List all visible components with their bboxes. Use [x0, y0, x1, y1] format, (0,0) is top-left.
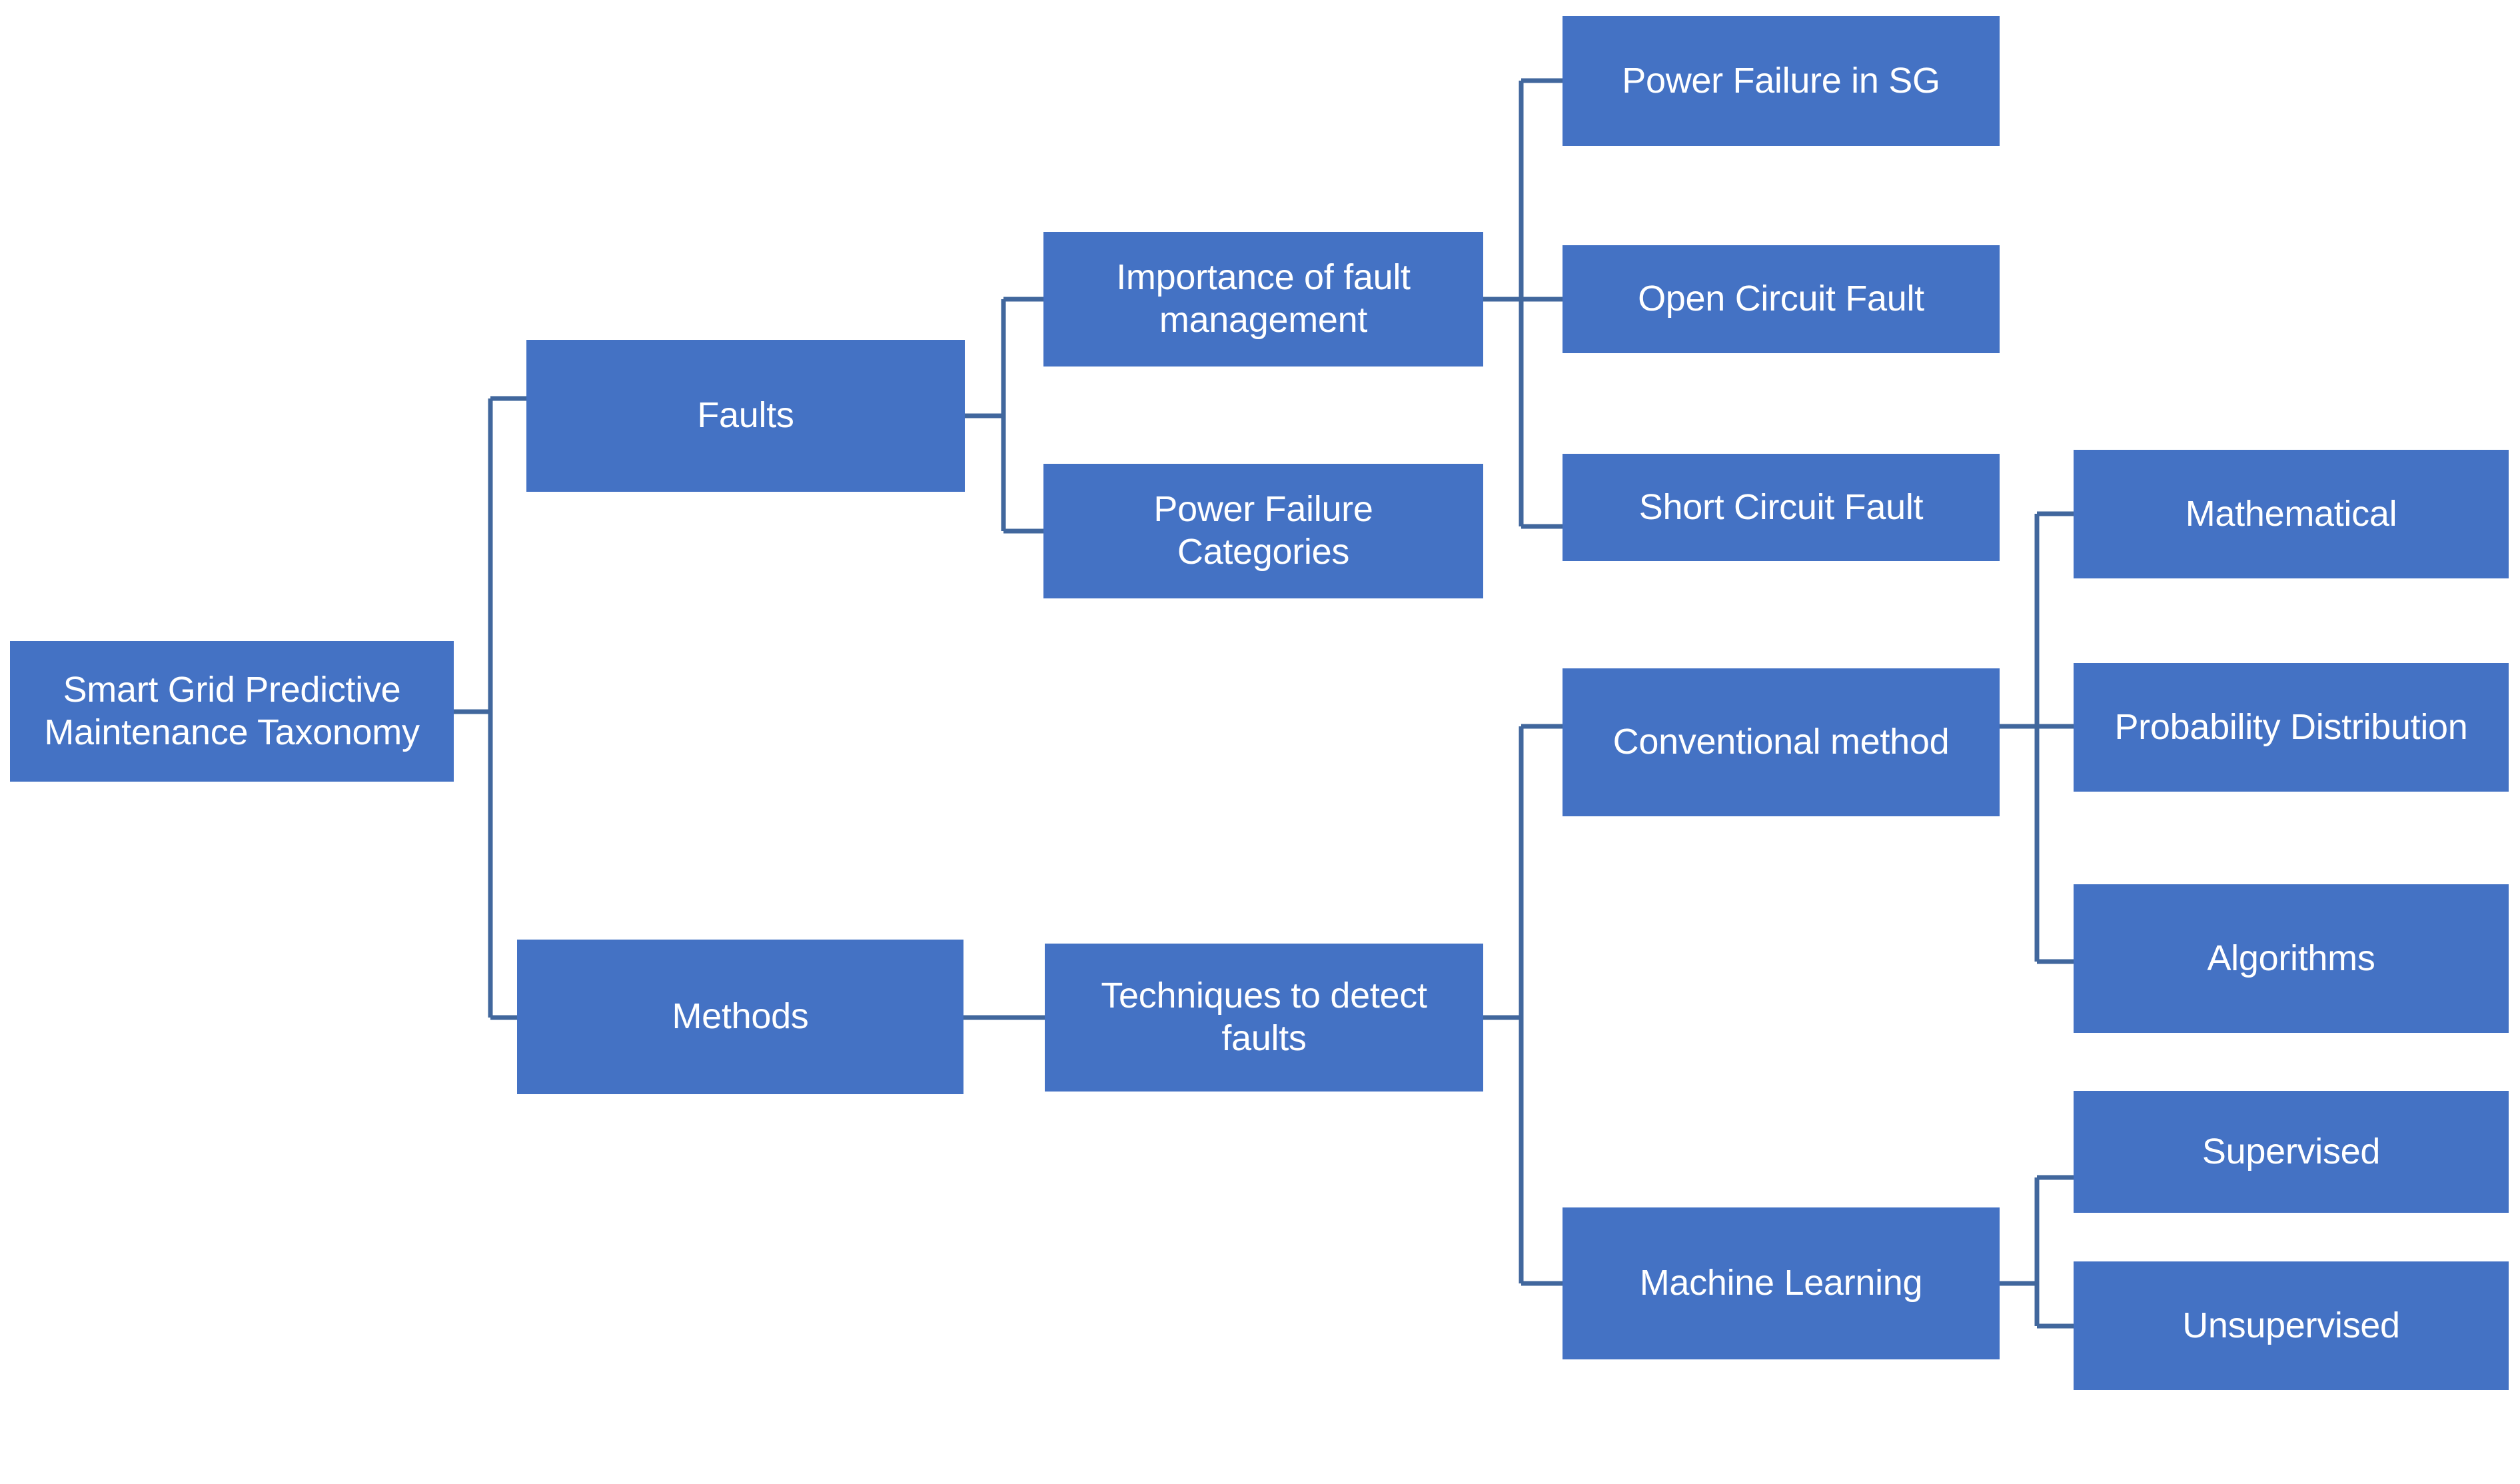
node-power-failure-in-sg-label: Power Failure in SG: [1622, 60, 1940, 101]
node-short-circuit-fault[interactable]: Short Circuit Fault: [1563, 454, 2000, 561]
node-importance-of-fault-management[interactable]: Importance of fault management: [1043, 232, 1483, 367]
node-mathematical-label: Mathematical: [2185, 493, 2397, 534]
node-faults-label: Faults: [697, 395, 794, 436]
node-techniques-to-detect-faults-label: Techniques to detect faults: [1101, 976, 1427, 1058]
node-algorithms-label: Algorithms: [2207, 938, 2375, 978]
node-supervised-label: Supervised: [2202, 1131, 2381, 1171]
node-unsupervised[interactable]: Unsupervised: [2074, 1261, 2509, 1390]
node-machine-learning[interactable]: Machine Learning: [1563, 1207, 2000, 1359]
node-open-circuit-fault-label: Open Circuit Fault: [1638, 279, 1924, 319]
node-algorithms[interactable]: Algorithms: [2074, 884, 2509, 1033]
node-root[interactable]: Smart Grid Predictive Maintenance Taxono…: [10, 641, 454, 782]
node-unsupervised-label: Unsupervised: [2182, 1305, 2400, 1345]
node-open-circuit-fault[interactable]: Open Circuit Fault: [1563, 245, 2000, 353]
node-conventional-method-label: Conventional method: [1612, 722, 1950, 762]
node-supervised[interactable]: Supervised: [2074, 1091, 2509, 1213]
node-probability-distribution-label: Probability Distribution: [2114, 706, 2468, 747]
node-mathematical[interactable]: Mathematical: [2074, 450, 2509, 578]
node-power-failure-in-sg[interactable]: Power Failure in SG: [1563, 16, 2000, 146]
node-root-label: Smart Grid Predictive Maintenance Taxono…: [44, 669, 420, 752]
node-conventional-method[interactable]: Conventional method: [1563, 668, 2000, 816]
node-machine-learning-label: Machine Learning: [1639, 1263, 1923, 1303]
node-methods-label: Methods: [672, 996, 809, 1037]
node-short-circuit-fault-label: Short Circuit Fault: [1638, 486, 1924, 527]
node-probability-distribution[interactable]: Probability Distribution: [2074, 663, 2509, 792]
node-techniques-to-detect-faults[interactable]: Techniques to detect faults: [1045, 944, 1483, 1092]
node-faults[interactable]: Faults: [526, 340, 965, 492]
node-power-failure-categories-label: Power Failure Categories: [1153, 489, 1373, 572]
node-methods[interactable]: Methods: [517, 940, 963, 1094]
node-importance-of-fault-management-label: Importance of fault management: [1116, 257, 1411, 340]
node-power-failure-categories[interactable]: Power Failure Categories: [1043, 464, 1483, 598]
